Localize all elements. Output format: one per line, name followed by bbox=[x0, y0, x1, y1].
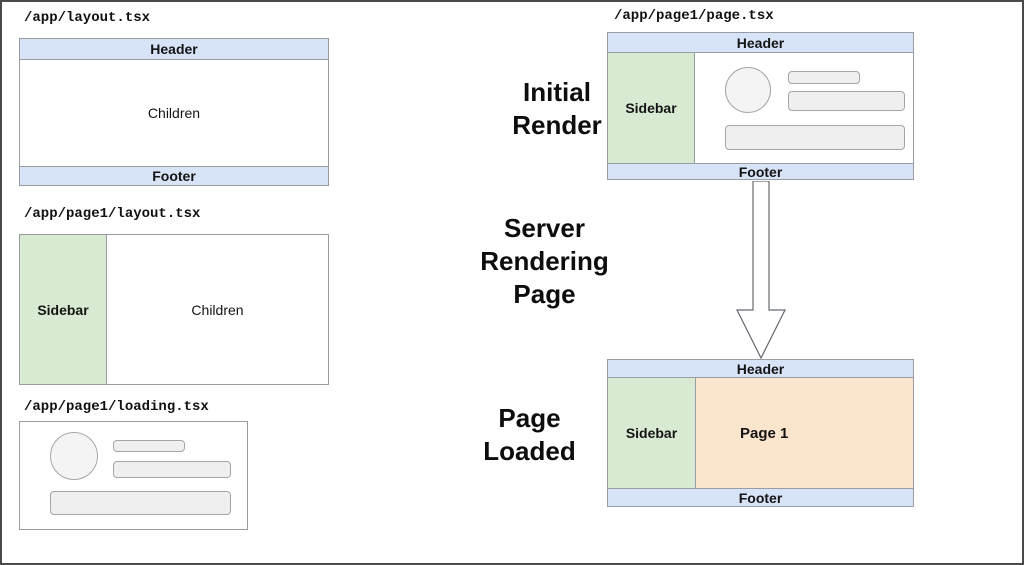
page-loaded-footer-bar: Footer bbox=[608, 488, 913, 506]
initial-wide-block-skeleton bbox=[725, 125, 905, 150]
root-layout-diagram: Header Children Footer bbox=[19, 38, 329, 186]
root-layout-header-bar: Header bbox=[20, 39, 328, 60]
page1-content-region: Page 1 bbox=[696, 378, 913, 488]
page-loaded-header-bar: Header bbox=[608, 360, 913, 378]
initial-render-loading-region bbox=[695, 53, 913, 163]
initial-long-line-skeleton bbox=[788, 91, 905, 111]
loading-avatar-circle-skeleton bbox=[50, 432, 98, 480]
initial-render-diagram: Header Sidebar Footer bbox=[607, 32, 914, 180]
page-loaded-diagram: Header Sidebar Page 1 Footer bbox=[607, 359, 914, 507]
page1-layout-diagram: Sidebar Children bbox=[19, 234, 329, 385]
page1-layout-children-region: Children bbox=[107, 235, 328, 384]
stage-label-initial-render: Initial Render bbox=[512, 77, 602, 141]
page1-loading-diagram bbox=[19, 421, 248, 530]
initial-render-footer-bar: Footer bbox=[608, 163, 913, 180]
loading-long-line-skeleton bbox=[113, 461, 231, 478]
loading-wide-block-skeleton bbox=[50, 491, 231, 515]
initial-render-sidebar-region: Sidebar bbox=[608, 53, 695, 163]
root-layout-footer-bar: Footer bbox=[20, 166, 328, 185]
page-loaded-sidebar-region: Sidebar bbox=[608, 378, 696, 488]
down-arrow bbox=[736, 181, 786, 359]
file-path-page1-layout: /app/page1/layout.tsx bbox=[24, 206, 201, 222]
page1-layout-sidebar-region: Sidebar bbox=[20, 235, 107, 384]
file-path-page1-loading: /app/page1/loading.tsx bbox=[24, 399, 209, 415]
initial-short-line-skeleton bbox=[788, 71, 860, 84]
file-path-root-layout: /app/layout.tsx bbox=[24, 10, 151, 26]
stage-label-server-rendering-page: Server Rendering Page bbox=[480, 213, 609, 310]
stage-label-page-loaded: Page Loaded bbox=[483, 403, 576, 467]
root-layout-children-region: Children bbox=[20, 60, 328, 166]
initial-render-header-bar: Header bbox=[608, 33, 913, 53]
loading-short-line-skeleton bbox=[113, 440, 185, 452]
initial-avatar-circle-skeleton bbox=[725, 67, 771, 113]
file-path-page1-page: /app/page1/page.tsx bbox=[614, 8, 774, 24]
